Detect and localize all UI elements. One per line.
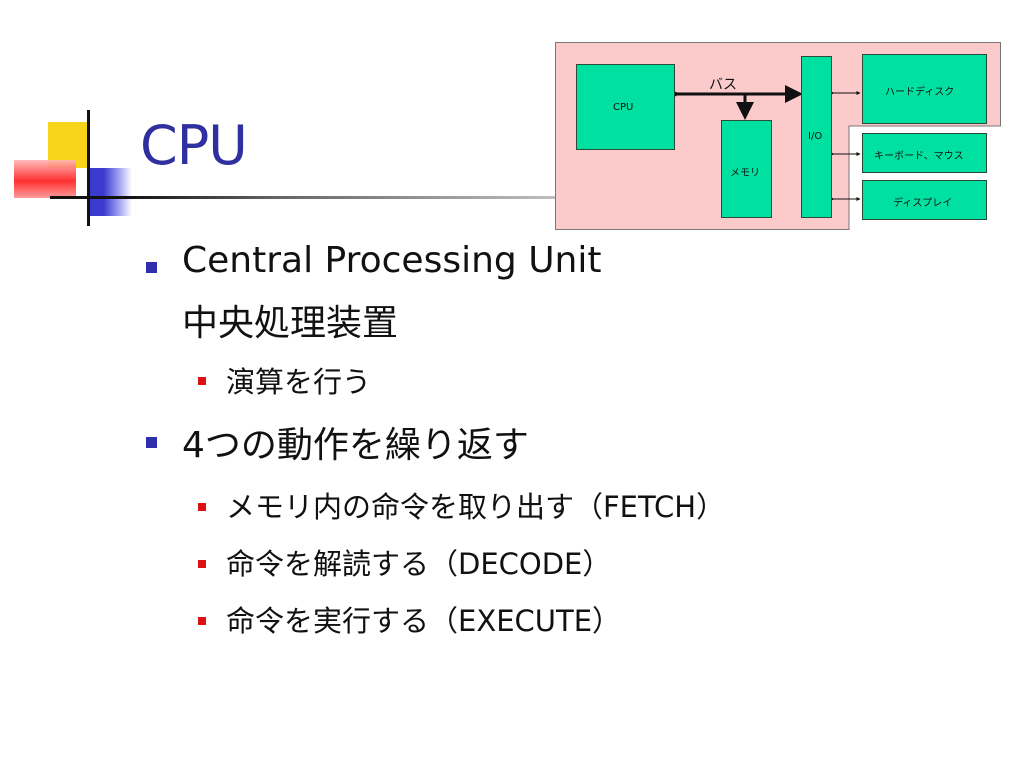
- device-box-display: ディスプレイ: [862, 180, 987, 220]
- sub-bullet-item: 命令を解読する（DECODE）: [226, 547, 612, 581]
- sub-bullet-marker: [198, 560, 206, 568]
- sub-bullet-item: 命令を実行する（EXECUTE）: [226, 604, 622, 638]
- memory-label: メモリ: [730, 168, 760, 179]
- device-label: ハードディスク: [885, 87, 955, 98]
- sub-bullet-marker: [198, 617, 206, 625]
- sub-bullet-marker: [198, 377, 206, 385]
- bullet-subtext: 中央処理装置: [182, 303, 399, 344]
- io-box: I/O: [801, 56, 832, 218]
- device-label: キーボード、マウス: [874, 151, 964, 162]
- slide-title: CPU: [140, 114, 248, 177]
- sub-bullet-item: メモリ内の命令を取り出す（FETCH）: [226, 490, 726, 524]
- io-label: I/O: [808, 131, 823, 142]
- device-box-keyboard: キーボード、マウス: [862, 133, 987, 173]
- device-box-harddisk: ハードディスク: [862, 54, 987, 124]
- sub-bullet-item: 演算を行う: [226, 365, 372, 399]
- architecture-diagram: バス CPU メモリ I/O ハードディスク キーボード、マウス ディスプレイ: [555, 42, 1001, 230]
- title-underline: [50, 196, 560, 199]
- cpu-label: CPU: [613, 102, 634, 113]
- logo-blue-square: [88, 168, 132, 216]
- device-label: ディスプレイ: [893, 198, 953, 209]
- bullet-item: 4つの動作を繰り返す: [182, 425, 529, 466]
- bullet-marker: [146, 437, 157, 448]
- sub-bullet-marker: [198, 503, 206, 511]
- logo-vertical-line: [87, 110, 90, 226]
- bullet-item: Central Processing Unit: [182, 240, 602, 281]
- bullet-marker: [146, 262, 157, 273]
- bus-label: バス: [709, 77, 737, 93]
- logo-red-square: [14, 160, 76, 198]
- cpu-box: CPU: [576, 64, 675, 150]
- memory-box: メモリ: [721, 120, 772, 218]
